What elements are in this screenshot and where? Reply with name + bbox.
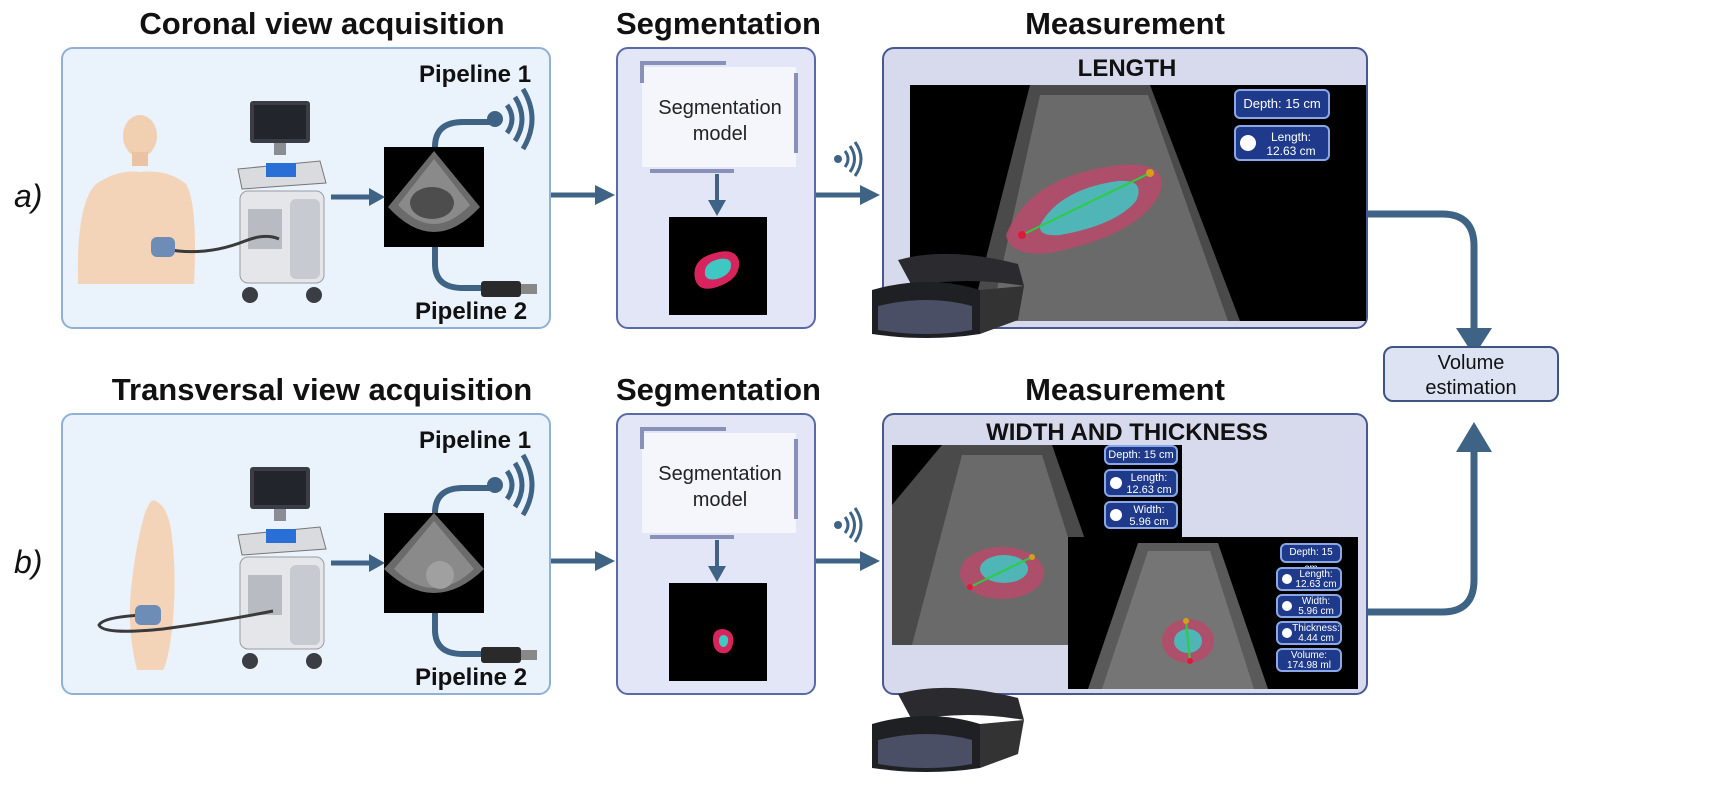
hud-width-label-b-right: Width: (1301, 596, 1331, 607)
kidney-icon (1282, 628, 1292, 638)
hud-width-label-b-left: Width: (1133, 504, 1165, 516)
row-label-b: b) (14, 544, 43, 580)
segmentation-title-b: Segmentation (616, 372, 821, 407)
hud-length-b-right: Length: 12.63 cm (1276, 567, 1342, 591)
kidney-icon (1110, 477, 1122, 489)
segmentation-mask-b (669, 583, 767, 681)
volume-estimation-line2: estimation (1425, 377, 1517, 399)
acquisition-title-a: Coronal view acquisition (139, 6, 505, 41)
hud-width-value-b-left: 5.96 cm (1129, 516, 1169, 528)
arrow-to-measurement-a (816, 185, 880, 205)
pipeline1-label-b: Pipeline 1 (419, 427, 532, 454)
connector-b-to-volume (1368, 422, 1492, 616)
measurement-panel-title-b: WIDTH AND THICKNESS (986, 419, 1268, 446)
hud-length-value-b-left: 12.63 cm (1126, 484, 1172, 496)
ar-headset-icon-a (872, 253, 1024, 338)
segmentation-model-label-b: Segmentation model (642, 461, 798, 513)
segmentation-panel-b: Segmentation model (616, 413, 816, 695)
ultrasound-image-a (384, 147, 484, 247)
hud-length-value-b-right: 12.63 cm (1295, 579, 1337, 590)
arrow-to-segmentation-a (551, 185, 615, 205)
hud-depth-b-right: Depth: 15 cm (1280, 543, 1342, 574)
arrow-to-segmentation-b (551, 551, 615, 571)
kidney-icon (1110, 509, 1122, 521)
pipeline2-label-b: Pipeline 2 (415, 664, 528, 691)
hud-length-a: Length: 12.63 cm (1234, 125, 1330, 161)
kidney-icon (1240, 135, 1256, 151)
hud-width-b-left: Width: 5.96 cm (1104, 501, 1178, 529)
hud-width-value-b-right: 5.96 cm (1298, 606, 1334, 617)
segmentation-title-a: Segmentation (616, 6, 821, 41)
wifi-icon (487, 87, 535, 151)
segmentation-model-frame-a (640, 61, 798, 173)
hud-volume-value-b-right: 174.98 ml (1287, 660, 1331, 671)
measurement-panel-title-a: LENGTH (1077, 55, 1177, 82)
arrow-machine-to-image-a (331, 188, 385, 206)
hud-volume-b-right: Volume: 174.98 ml (1276, 648, 1342, 672)
wifi-icon (487, 453, 535, 517)
segmentation-model-label-a: Segmentation model (642, 95, 798, 147)
hud-depth-a: Depth: 15 cm (1234, 89, 1330, 119)
ultrasound-machine-icon (237, 467, 327, 669)
acquisition-panel-b: Pipeline 1 Pipeline 2 (61, 413, 551, 695)
wifi-small-icon-b (834, 507, 863, 543)
segmentation-model-line1-b: Segmentation (658, 463, 782, 485)
kidney-icon (1282, 601, 1292, 611)
hud-length-value-a: 12.63 cm (1266, 144, 1316, 158)
probe-cable-icon (97, 605, 274, 633)
pipeline-branches-a (432, 119, 507, 291)
hud-width-b-right: Width: 5.96 cm (1276, 594, 1342, 618)
measurement-panel-a: LENGTH Depth: 15 cm Length: 12.63 cm (882, 47, 1368, 329)
arrow-down-segmentation-b (708, 540, 726, 582)
segmentation-model-frame-b (640, 427, 798, 539)
acquisition-title-b: Transversal view acquisition (111, 372, 533, 407)
wifi-small-icon-a (834, 141, 863, 177)
hud-thickness-label-b-right: Thickness: (1292, 623, 1340, 634)
segmentation-model-line1-a: Segmentation (658, 97, 782, 119)
ultrasound-image-b (384, 513, 484, 613)
hud-length-b-left: Length: 12.63 cm (1104, 469, 1178, 497)
hud-length-label-b-left: Length: (1130, 472, 1168, 484)
hud-length-label-a: Length: (1270, 130, 1312, 144)
hud-thickness-value-b-right: 4.44 cm (1298, 633, 1334, 644)
volume-estimation-box: Volume estimation (1383, 346, 1559, 402)
measurement-title-a: Measurement (1025, 6, 1225, 41)
arrow-down-segmentation-a (708, 174, 726, 216)
pipeline2-label-a: Pipeline 2 (415, 298, 528, 325)
connector-a-to-volume (1368, 210, 1492, 356)
usb-connector-icon (481, 281, 537, 297)
hud-volume-label-b-right: Volume: (1290, 650, 1328, 661)
measurement-title-b: Measurement (1025, 372, 1225, 407)
hud-thickness-b-right: Thickness: 4.44 cm (1276, 621, 1342, 645)
arrow-machine-to-image-b (331, 554, 385, 572)
segmentation-model-line2-b: model (692, 489, 748, 511)
segmentation-panel-a: Segmentation model (616, 47, 816, 329)
hud-depth-b-left: Depth: 15 cm (1104, 445, 1178, 465)
pipeline-branches-b (432, 485, 507, 657)
acquisition-panel-a: Pipeline 1 Pipeline 2 (61, 47, 551, 329)
pipeline1-label-a: Pipeline 1 (419, 61, 532, 88)
ultrasound-machine-icon (237, 101, 327, 303)
hud-length-label-b-right: Length: (1299, 569, 1333, 580)
probe-cable-icon (151, 234, 280, 257)
kidney-icon (1282, 574, 1292, 584)
volume-estimation-line1: Volume (1437, 352, 1505, 374)
ultrasound-measurement-image-a (910, 85, 1366, 321)
arrow-to-measurement-b (816, 551, 880, 571)
measurement-panel-b: WIDTH AND THICKNESS Depth: 15 cm Length:… (882, 413, 1368, 695)
usb-connector-icon (481, 647, 537, 663)
segmentation-mask-a (669, 217, 767, 315)
segmentation-model-line2-a: model (692, 123, 748, 145)
ar-headset-icon-b (872, 687, 1024, 772)
row-label-a: a) (14, 178, 43, 214)
